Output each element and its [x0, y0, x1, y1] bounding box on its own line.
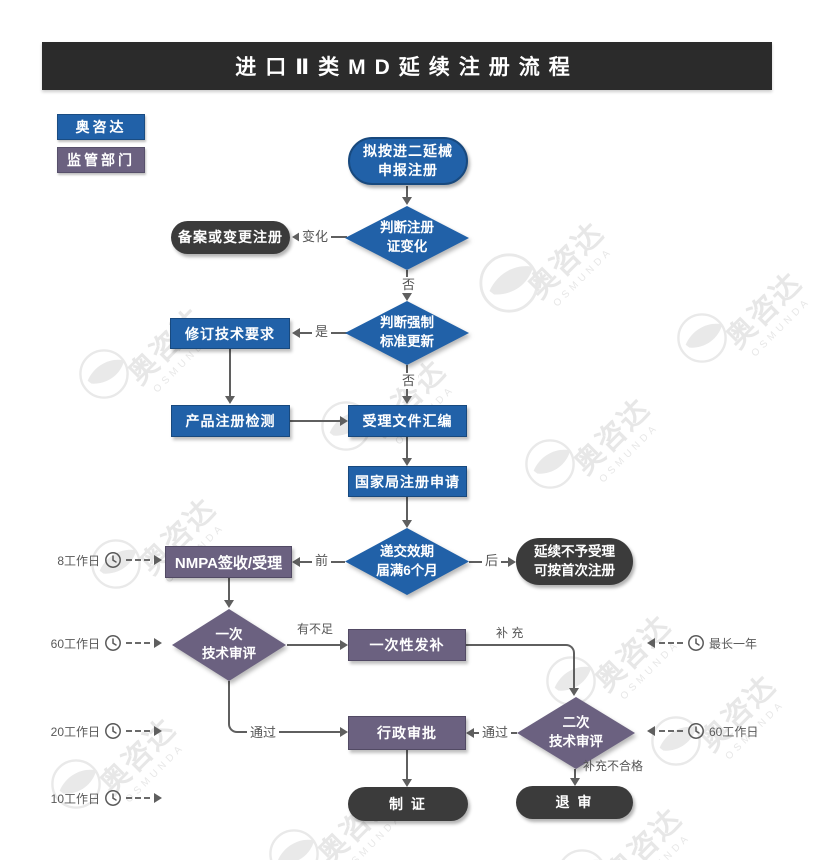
decision-cert-change: 判断注册证变化 — [345, 206, 469, 270]
connector — [228, 578, 230, 600]
decision-standard-update: 判断强制标准更新 — [345, 301, 469, 365]
clock-icon — [105, 790, 121, 806]
leaf-logo-icon — [561, 849, 603, 860]
arrowhead-right-icon — [340, 640, 348, 650]
clock-icon — [688, 635, 704, 651]
arrowhead-right-icon — [340, 727, 348, 737]
arrowhead-right-icon — [154, 726, 162, 736]
connector-elbow — [563, 644, 575, 656]
edge-label-pass: 通过 — [479, 725, 512, 741]
node-nmpa-acceptance: NMPA签收/受理 — [165, 546, 292, 578]
leaf-logo-icon — [525, 439, 575, 489]
arrowhead-down-icon — [224, 600, 234, 608]
node-rejection: 退 审 — [516, 786, 633, 819]
timing-supplement-period: 最长一年 — [647, 634, 757, 652]
leaf-logo-icon — [79, 349, 129, 399]
legend-regulator: 监管部门 — [57, 147, 145, 173]
connector — [466, 644, 565, 646]
edge-label-no: 否 — [399, 277, 419, 293]
arrowhead-down-icon — [402, 779, 412, 787]
arrowhead-right-icon — [340, 416, 348, 426]
connector — [228, 681, 230, 723]
clock-icon — [105, 635, 121, 651]
node-renewal-not-accepted: 延续不予受理 可按首次注册 — [516, 538, 633, 585]
connector-elbow — [228, 721, 240, 733]
timing-certificate: 10工作日 — [48, 789, 162, 807]
leaf-logo-icon — [269, 829, 319, 860]
timing-admin-approval: 20工作日 — [48, 722, 162, 740]
arrowhead-left-icon — [292, 557, 300, 567]
arrowhead-down-icon — [402, 197, 412, 205]
connector — [406, 497, 408, 521]
arrowhead-right-icon — [154, 555, 162, 565]
node-dossier-compilation: 受理文件汇编 — [348, 405, 467, 437]
connector — [290, 420, 342, 422]
arrowhead-down-icon — [402, 458, 412, 466]
arrowhead-down-icon — [402, 520, 412, 528]
arrowhead-right-icon — [154, 793, 162, 803]
node-revise-tech-requirements: 修订技术要求 — [170, 318, 290, 349]
edge-label-no: 否 — [399, 373, 419, 389]
timing-second-review: 60工作日 — [647, 722, 758, 740]
connector — [406, 437, 408, 459]
edge-label-change: 变化 — [299, 229, 332, 245]
arrowhead-down-icon — [402, 396, 412, 404]
edge-label-yes: 是 — [312, 324, 332, 340]
connector — [238, 731, 342, 733]
connector — [406, 750, 408, 779]
node-filing-or-change: 备案或变更注册 — [171, 221, 290, 254]
connector — [229, 349, 231, 397]
timing-first-review: 60工作日 — [48, 634, 162, 652]
page-title: 进口Ⅱ类MD延续注册流程 — [42, 42, 772, 90]
connector — [574, 769, 576, 779]
edge-label-after: 后 — [482, 553, 502, 569]
node-product-registration-test: 产品注册检测 — [171, 405, 290, 437]
node-nmpa-application: 国家局注册申请 — [348, 466, 467, 497]
legend-osmunda: 奥咨达 — [57, 114, 145, 140]
edge-label-supplement-fail: 补充不合格 — [583, 759, 644, 773]
arrowhead-left-icon — [647, 638, 655, 648]
arrowhead-left-icon — [292, 232, 300, 242]
clock-icon — [688, 723, 704, 739]
start-node: 拟按进二延械 申报注册 — [348, 137, 468, 185]
arrowhead-down-icon — [225, 396, 235, 404]
connector — [573, 654, 575, 688]
timing-acceptance: 8工作日 — [48, 551, 162, 569]
edge-label-before: 前 — [312, 553, 332, 569]
arrowhead-down-icon — [570, 778, 580, 786]
arrowhead-down-icon — [569, 688, 579, 696]
edge-label-supplement: 补 充 — [496, 626, 524, 640]
leaf-logo-icon — [479, 253, 539, 313]
connector — [406, 186, 408, 199]
arrowhead-left-icon — [466, 728, 474, 738]
decision-second-technical-review: 二次技术审评 — [517, 697, 635, 769]
arrowhead-left-icon — [647, 726, 655, 736]
edge-label-insufficient: 有不足 — [297, 622, 334, 636]
node-admin-approval: 行政审批 — [348, 716, 466, 750]
decision-first-technical-review: 一次技术审评 — [172, 609, 286, 681]
arrowhead-right-icon — [508, 557, 516, 567]
arrowhead-down-icon — [402, 293, 412, 301]
node-supplement-notice: 一次性发补 — [348, 629, 466, 661]
edge-label-pass: 通过 — [247, 725, 280, 741]
node-certificate-issuance: 制 证 — [348, 787, 468, 821]
clock-icon — [105, 552, 121, 568]
leaf-logo-icon — [677, 313, 727, 363]
clock-icon — [105, 723, 121, 739]
arrowhead-right-icon — [154, 638, 162, 648]
connector — [287, 644, 342, 646]
arrowhead-left-icon — [292, 328, 300, 338]
decision-submission-expiry: 递交效期届满6个月 — [345, 528, 469, 595]
